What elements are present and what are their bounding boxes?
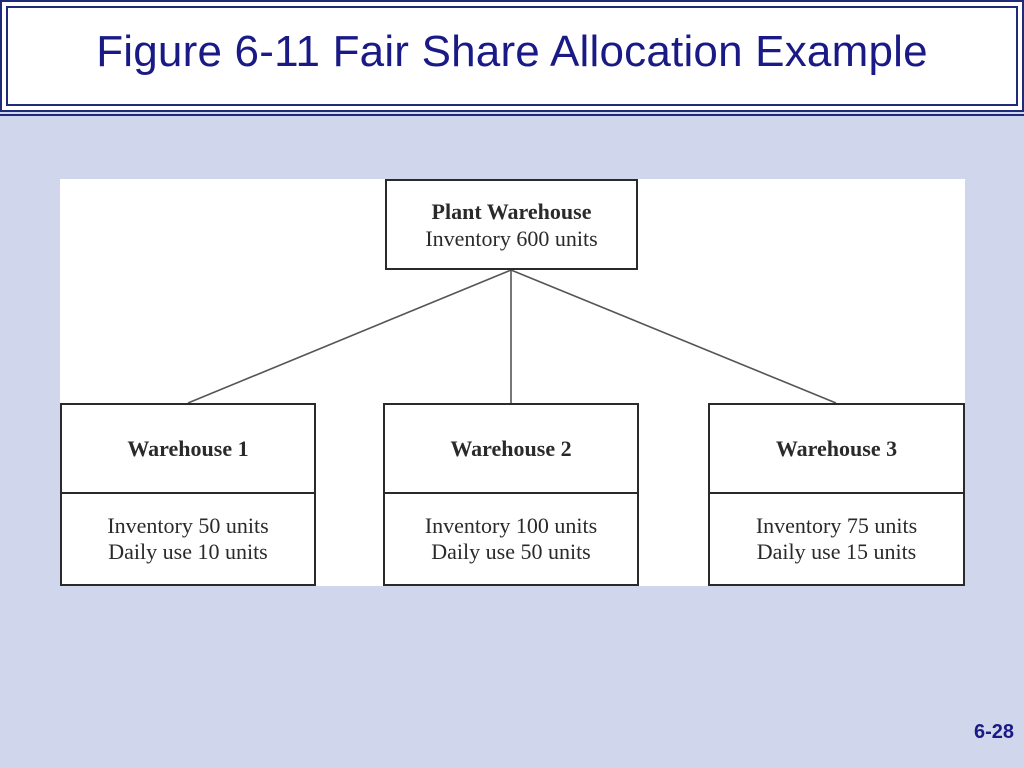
warehouse-3-node: Warehouse 3 Inventory 75 units Daily use… [708, 403, 965, 586]
figure-panel: Plant Warehouse Inventory 600 units Ware… [60, 179, 965, 586]
warehouse-3-details: Inventory 75 units Daily use 15 units [710, 494, 963, 584]
connector-lines [187, 269, 837, 404]
title-inner-border: Figure 6-11 Fair Share Allocation Exampl… [6, 6, 1018, 106]
warehouse-1-daily-use: Daily use 10 units [108, 539, 268, 564]
plant-warehouse-inventory: Inventory 600 units [425, 225, 598, 251]
warehouse-3-daily-use: Daily use 15 units [756, 539, 917, 564]
plant-warehouse-node: Plant Warehouse Inventory 600 units [385, 179, 638, 270]
plant-warehouse-name: Plant Warehouse [431, 198, 592, 224]
warehouse-1-details: Inventory 50 units Daily use 10 units [62, 494, 314, 584]
warehouse-1-inventory: Inventory 50 units [107, 513, 269, 538]
warehouse-1-node: Warehouse 1 Inventory 50 units Daily use… [60, 403, 316, 586]
title-divider [0, 114, 1024, 116]
warehouse-3-name: Warehouse 3 [710, 405, 963, 494]
slide-title: Figure 6-11 Fair Share Allocation Exampl… [96, 27, 928, 76]
warehouse-2-name: Warehouse 2 [385, 405, 637, 494]
warehouse-2-node: Warehouse 2 Inventory 100 units Daily us… [383, 403, 639, 586]
warehouse-3-inventory: Inventory 75 units [755, 513, 918, 538]
connector-to-warehouse-1 [187, 269, 512, 404]
title-frame: Figure 6-11 Fair Share Allocation Exampl… [0, 0, 1024, 112]
warehouse-1-name: Warehouse 1 [62, 405, 314, 494]
warehouse-2-details: Inventory 100 units Daily use 50 units [385, 494, 637, 584]
warehouse-2-daily-use: Daily use 50 units [431, 539, 591, 564]
warehouse-2-inventory: Inventory 100 units [424, 513, 598, 538]
connector-to-warehouse-3 [510, 269, 837, 404]
slide-number: 6-28 [973, 721, 1014, 743]
